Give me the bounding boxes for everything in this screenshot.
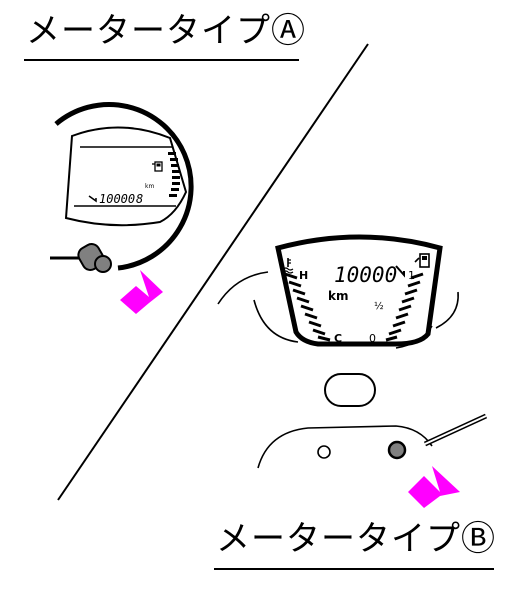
meter-a: km 10000 8 [50,102,194,314]
trip-odometer-icon [395,265,405,278]
meter-a-unit: km [145,183,154,190]
meter-b-reset-knob[interactable] [387,440,407,460]
meter-type-a-underline [24,59,299,61]
meter-b-temp-cold: C [334,332,342,345]
meter-b-temp-hot: H [299,269,308,282]
meter-b-unit: km [328,289,348,303]
meter-b-lower-panel [257,425,433,469]
arrow-b-icon [408,466,460,508]
meter-a-outer-ring [54,102,194,271]
divider-line [57,43,369,501]
trip-odometer-icon [88,195,97,203]
meter-type-b-underline [214,568,494,570]
meter-type-a-title: メータータイプⒶ [26,11,306,51]
meter-b: H C 1 ½ 0 10000 km [217,234,488,508]
meter-a-odometer: 10000 [99,192,135,206]
meter-b-oval-cover [324,373,376,407]
meter-a-odometer-suffix: 8 [136,192,143,206]
meter-b-fuel-empty: 0 [369,332,376,345]
meter-a-lcd [64,126,188,227]
meter-a-reset-knob[interactable] [50,241,112,273]
meter-b-fuel-bars [385,272,424,342]
meter-b-fuel-full: 1 [408,269,415,282]
meter-b-temp-bars [284,272,331,342]
fuel-pump-icon [414,253,430,268]
meter-type-b-title: メータータイプⒷ [216,519,496,559]
meter-b-hole [317,445,331,459]
meter-b-odometer: 10000 [334,263,397,287]
meter-a-fuel-bars [168,152,180,197]
fuel-pump-icon [152,161,163,172]
arrow-a-icon [120,270,163,314]
meter-b-fuel-half: ½ [374,300,384,312]
coolant-temp-icon [282,258,294,274]
